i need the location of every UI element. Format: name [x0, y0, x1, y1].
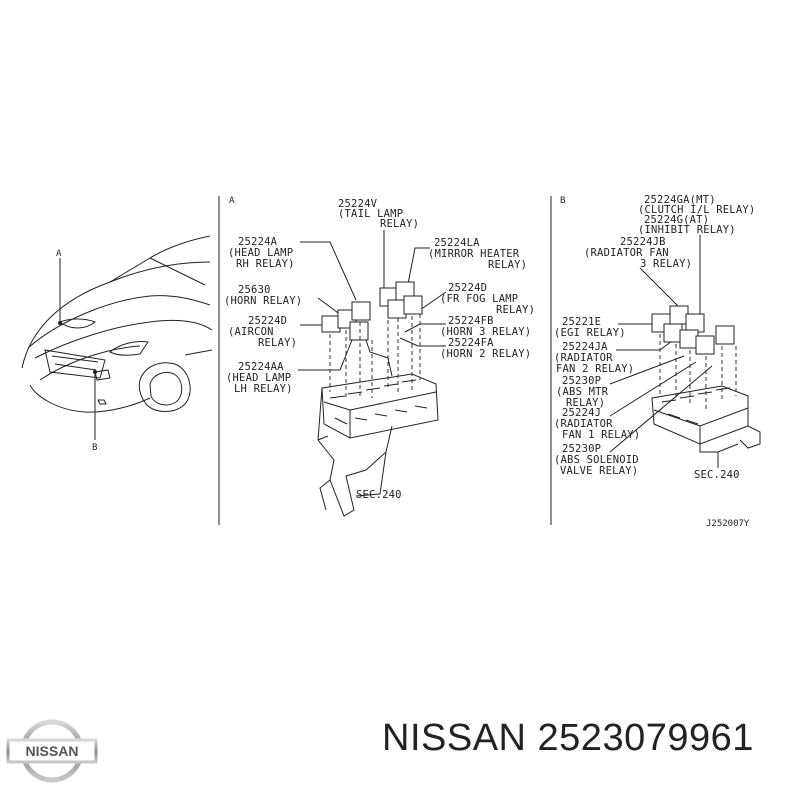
label-b-fan2-2: FAN 2 RELAY) [556, 363, 634, 375]
label-a-horn3-1: (HORN 3 RELAY) [440, 326, 531, 338]
label-a-tail-lamp-pn: 25224V [338, 198, 378, 210]
label-b-clutch-1: (CLUTCH I/L RELAY) [638, 204, 755, 216]
label-b-egi-pn: 25221E [562, 316, 601, 328]
label-a-horn-1: (HORN RELAY) [224, 295, 302, 307]
relay-b-7 [715, 325, 735, 345]
label-a-aircon-2: RELAY) [258, 337, 297, 349]
label-a-mirror-2: RELAY) [488, 259, 527, 271]
label-b-fan2-1: (RADIATOR [554, 352, 613, 364]
label-a-aircon-1: (AIRCON [228, 326, 274, 338]
label-a-headlamp-rh-pn: 25224A [238, 236, 278, 248]
label-b-inhibit-pn: 25224G(AT) [644, 214, 709, 226]
car-illustration: A B [21, 235, 213, 453]
label-b-fan3-pn: 25224JB [620, 236, 666, 248]
label-b-section: SEC.240 [694, 469, 740, 481]
leader-a-mirror [407, 247, 430, 285]
label-a-headlamp-rh-1: (HEAD LAMP [228, 247, 293, 259]
label-a-headlamp-rh-2: RH RELAY) [236, 258, 295, 270]
label-b-absmtr-pn: 25230P [562, 375, 601, 387]
label-b-absmtr-1: (ABS MTR [556, 386, 609, 398]
label-b-fan1-pn: 25224J [562, 407, 601, 419]
label-a-fog-2: RELAY) [496, 304, 535, 316]
relay-b-2 [669, 305, 689, 325]
relay-a-8 [403, 295, 423, 315]
nissan-logo-icon: NISSAN [6, 719, 98, 783]
label-a-fog-pn: 25224D [448, 282, 487, 294]
label-a-headlamp-lh-pn: 25224AA [238, 361, 284, 373]
label-b-clutch-pn: 25224GA(MT) [644, 194, 716, 206]
label-a-horn2-1: (HORN 2 RELAY) [440, 348, 531, 360]
drawing-reference: J252007Y [706, 519, 750, 529]
label-a-fog-1: (FR FOG LAMP [440, 293, 518, 305]
relay-b-3 [685, 313, 705, 333]
leader-a-headlamp-lh [298, 339, 353, 371]
relay-a-7 [387, 299, 407, 319]
label-a-horn2-pn: 25224FA [448, 337, 494, 349]
label-b-inhibit-1: (INHIBIT RELAY) [638, 224, 736, 236]
fuse-block-b [651, 385, 761, 453]
label-a-tail-lamp-1: (TAIL LAMP [338, 208, 403, 220]
label-b-abssol-2: VALVE RELAY) [560, 465, 638, 477]
label-b-abssol-1: (ABS SOLENOID [554, 454, 639, 466]
label-a-aircon-pn: 25224D [248, 315, 287, 327]
panel-b: B 25224GA(MT) (CLUTCH I/L RELAY) 25224G(… [554, 194, 761, 529]
leader-a-horn2 [399, 337, 446, 347]
label-a-tail-lamp-2: RELAY) [380, 218, 419, 230]
panel-a-title: A [229, 196, 235, 206]
label-b-fan3-1: (RADIATOR FAN [584, 247, 669, 259]
label-a-mirror-pn: 25224LA [434, 237, 480, 249]
leader-b-abssol [609, 365, 713, 453]
leader-a-headlamp-rh [300, 241, 357, 301]
leader-b-fan3 [639, 267, 681, 309]
callout-b-marker: B [92, 443, 97, 453]
panel-a: A 25224V (TAIL LAMP RELAY) 25224LA (MIRR… [224, 196, 535, 517]
label-b-egi-1: (EGI RELAY) [554, 327, 626, 339]
leader-b-fan1 [609, 361, 697, 417]
svg-text:NISSAN: NISSAN [26, 743, 79, 759]
label-a-horn-pn: 25630 [238, 284, 271, 296]
relay-b-4 [663, 323, 683, 343]
part-title: NISSAN 2523079961 [382, 717, 754, 759]
label-a-headlamp-lh-2: LH RELAY) [234, 383, 293, 395]
label-b-fan1-2: FAN 1 RELAY) [562, 429, 640, 441]
label-a-section: SEC.240 [356, 489, 402, 501]
label-b-absmtr-2: RELAY) [566, 397, 605, 409]
relay-b-5 [679, 329, 699, 349]
label-a-mirror-1: (MIRROR HEATER [428, 248, 520, 260]
panel-b-title: B [560, 196, 565, 206]
relay-a-4 [349, 321, 369, 341]
relay-a-1 [321, 315, 341, 333]
fuse-block-a [317, 339, 439, 517]
label-b-fan2-pn: 25224JA [562, 341, 608, 353]
leader-b-absmtr [609, 355, 685, 385]
label-a-horn3-pn: 25224FB [448, 315, 494, 327]
callout-a-marker: A [56, 249, 62, 259]
relay-group-a [321, 281, 423, 341]
label-b-fan3-2: 3 RELAY) [640, 258, 692, 270]
leader-a-fog [419, 291, 447, 311]
relay-a-3 [351, 301, 371, 321]
label-a-headlamp-lh-1: (HEAD LAMP [226, 372, 291, 384]
label-b-abssol-pn: 25230P [562, 443, 601, 455]
label-b-fan1-1: (RADIATOR [554, 418, 613, 430]
relay-group-b [651, 305, 735, 355]
relay-b-6 [695, 335, 715, 355]
